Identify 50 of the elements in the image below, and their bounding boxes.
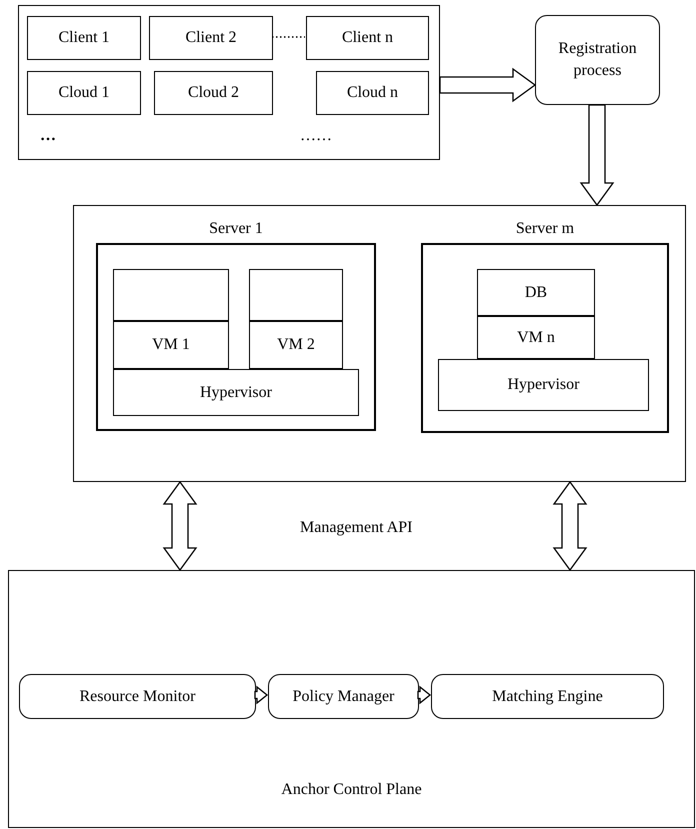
box-label: Matching Engine [492,686,603,706]
box-label: Hypervisor [200,382,272,402]
block-arrow [552,480,588,572]
block-arrow [417,686,432,704]
block-arrow [254,686,268,704]
container-box [73,205,686,482]
server-label: Server m [514,219,576,239]
box-label: Client 1 [58,28,110,48]
box-label: VM 1 [152,335,190,355]
rounded-box [268,674,419,719]
box-label: Resource Monitor [80,686,196,706]
text-box [477,269,595,316]
box-label: Cloud 2 [188,83,240,103]
box-label: Cloud 1 [58,83,110,103]
dotted-line [272,36,305,38]
text-box [27,71,141,115]
text-box [154,71,273,115]
box-label: Policy Manager [292,686,394,706]
box-label: VM 2 [277,335,315,355]
text-box [477,316,595,359]
text-box [316,71,429,115]
empty-box [249,269,343,321]
box-label: Hypervisor [508,375,580,395]
text-box [306,16,429,60]
box-label: Client 2 [185,28,237,48]
rounded-box [19,674,256,719]
container-box [8,570,695,828]
server-label: Server 1 [208,219,264,239]
box-label: Client n [342,28,394,48]
rounded-box [431,674,664,719]
text-box [27,16,141,60]
box-label: Cloud n [346,83,398,103]
box-label: DB [524,282,548,302]
text-box [149,16,273,60]
ellipsis-text: … [40,126,56,146]
plane-title: Anchor Control Plane [281,780,422,800]
block-arrow [439,68,536,102]
container-box [18,5,440,160]
empty-box [113,269,229,321]
box-label: Registration process [557,39,638,81]
box-label: VM n [517,328,555,348]
ellipsis-text: …… [300,126,332,146]
text-box [249,321,343,369]
text-box [113,369,359,416]
text-box [113,321,229,369]
text-box [438,359,649,411]
note-label: Management API [300,518,412,538]
rounded-box [535,15,660,105]
block-arrow [580,104,614,206]
block-arrow [162,480,198,572]
